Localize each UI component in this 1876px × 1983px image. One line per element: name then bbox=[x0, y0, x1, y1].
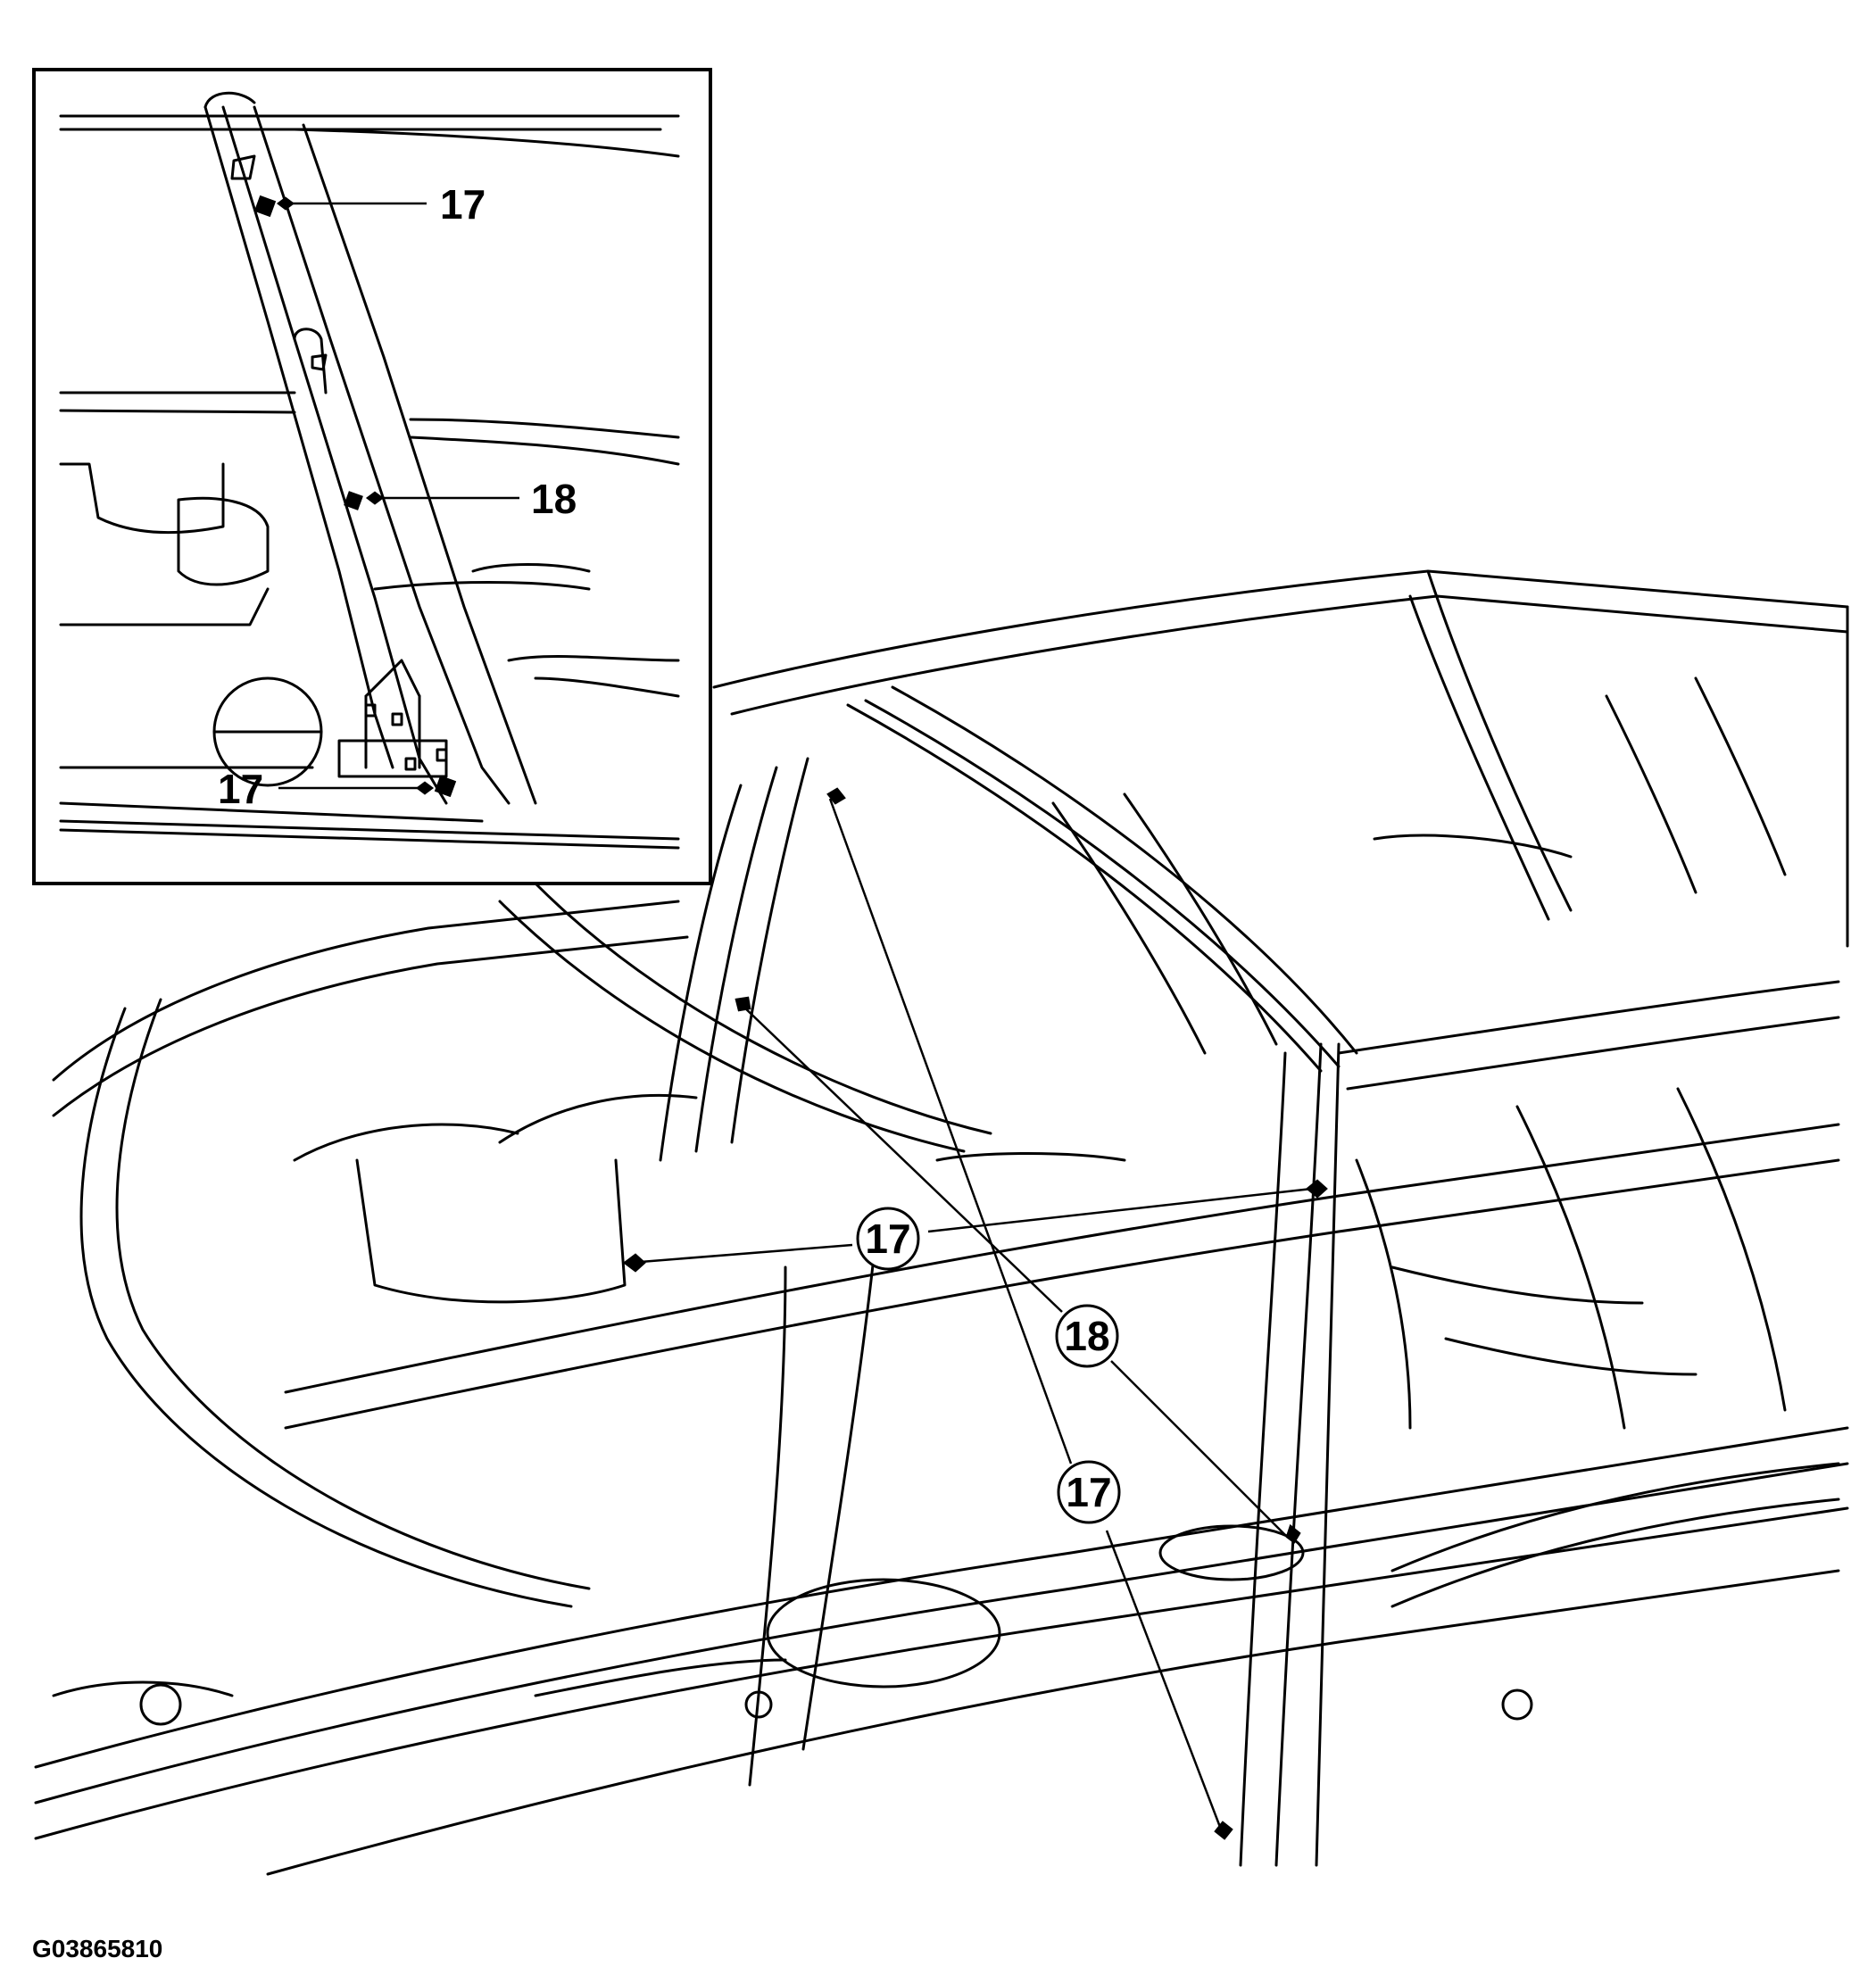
inset-leader-lower-tip bbox=[415, 781, 435, 795]
inset-line-art bbox=[59, 91, 680, 850]
callout-17-upper-text: 17 bbox=[865, 1216, 910, 1262]
inset-fasteners bbox=[253, 195, 457, 798]
inset-leader-upper-tip bbox=[276, 196, 295, 211]
leader-18-lower bbox=[1110, 1360, 1286, 1536]
callout-18: 18 bbox=[1055, 1304, 1119, 1368]
figure-id: G03865810 bbox=[32, 1935, 162, 1962]
inset-label-17-upper: 17 bbox=[440, 181, 486, 228]
leader-17b-upper-tip bbox=[826, 787, 846, 805]
leader-18-upper-tip bbox=[735, 996, 751, 1012]
leader-17a-right-tip bbox=[1306, 1179, 1328, 1199]
leader-17b-upper bbox=[828, 798, 1073, 1464]
callout-18-circle bbox=[1055, 1304, 1119, 1368]
main-body-line-art bbox=[34, 569, 1849, 1876]
inset-fastener-upper bbox=[253, 195, 277, 218]
main-callouts: 17 18 17 bbox=[856, 1207, 1121, 1524]
callout-17-lower-circle bbox=[1057, 1460, 1121, 1524]
inset-label-18: 18 bbox=[531, 476, 577, 522]
leader-18-upper bbox=[740, 1003, 1063, 1313]
inset-leaders bbox=[276, 196, 519, 795]
inset-fastener-lower bbox=[434, 775, 457, 798]
callout-17-lower: 17 bbox=[1057, 1460, 1121, 1524]
callout-17-upper: 17 bbox=[856, 1207, 920, 1271]
callout-17-upper-circle bbox=[856, 1207, 920, 1271]
inset-fastener-middle bbox=[344, 491, 363, 510]
callout-18-text: 18 bbox=[1064, 1313, 1109, 1359]
leader-17b-lower-tip bbox=[1214, 1821, 1233, 1840]
inset-detail: 17 18 17 bbox=[32, 68, 712, 885]
leader-17b-lower bbox=[1105, 1530, 1224, 1835]
callout-17-lower-text: 17 bbox=[1066, 1469, 1111, 1515]
inset-label-17-lower: 17 bbox=[218, 766, 263, 812]
leader-17a-right bbox=[927, 1187, 1313, 1233]
inset-leader-middle-tip bbox=[365, 491, 385, 505]
main-leader-lines bbox=[622, 787, 1328, 1840]
leader-18-lower-tip bbox=[1285, 1523, 1301, 1544]
inset-frame bbox=[32, 68, 712, 885]
leader-17a-left bbox=[628, 1243, 853, 1265]
leader-17a-left-tip bbox=[622, 1253, 646, 1273]
